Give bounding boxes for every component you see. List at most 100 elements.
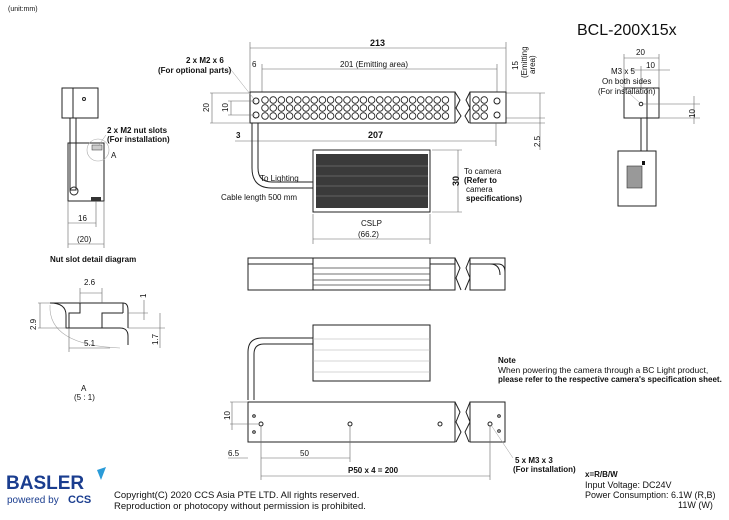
led-icon xyxy=(400,96,409,104)
power-consumption: Power Consumption: 6.1W (R,B) xyxy=(585,490,716,500)
nut-detail-title: Nut slot detail diagram xyxy=(50,255,136,264)
led-icon xyxy=(318,96,327,104)
controller-name: CSLP xyxy=(361,219,382,228)
led-icon xyxy=(285,104,294,112)
dim-3: 3 xyxy=(236,131,241,140)
dim-15-label-1: (Emitting xyxy=(520,46,529,78)
dim-20-right: 20 xyxy=(636,48,645,57)
led-icon xyxy=(417,112,425,120)
led-icon xyxy=(392,112,400,120)
dim-10-right: 10 xyxy=(646,61,655,70)
dim-10-bottom: 10 xyxy=(223,411,232,420)
detail-label: A xyxy=(81,384,87,393)
dim-10: 10 xyxy=(221,103,230,112)
led-icon xyxy=(367,112,376,120)
led-icon xyxy=(277,104,286,112)
m3x3-note: (For installation) xyxy=(513,465,576,474)
led-icon xyxy=(359,96,368,104)
right-view: 20 10 10 M3 x 5 On both sides (For insta… xyxy=(598,48,700,207)
led-icon xyxy=(302,104,310,112)
dim-207: 207 xyxy=(368,130,383,140)
led-icon xyxy=(376,96,384,104)
led-icon xyxy=(425,112,433,120)
led-icon xyxy=(294,104,302,112)
led-icon xyxy=(367,104,376,112)
front-view: 213 6 201 (Emitting area) 15 (Emitting a… xyxy=(158,38,545,244)
led-icon xyxy=(326,112,335,120)
nut-slot-note: (For installation) xyxy=(107,135,170,144)
led-icon xyxy=(433,112,441,120)
led-icon xyxy=(343,96,351,104)
led-icon xyxy=(400,112,409,120)
note-line-2: please refer to the respective camera's … xyxy=(498,375,722,384)
led-icon xyxy=(359,104,368,112)
dim-213: 213 xyxy=(370,38,385,48)
led-icon xyxy=(384,104,392,112)
led-icon xyxy=(392,104,400,112)
note-line-1: When powering the camera through a BC Li… xyxy=(498,365,708,375)
dim-2-9: 2.9 xyxy=(29,318,38,330)
led-icon xyxy=(376,112,384,120)
dim-50: 50 xyxy=(300,449,309,458)
refer-1: (Refer to xyxy=(464,176,497,185)
led-icon xyxy=(335,104,343,112)
led-icon xyxy=(441,96,450,104)
dim-15-label-2: area) xyxy=(528,55,537,74)
led-icon xyxy=(343,112,351,120)
dim-6: 6 xyxy=(252,60,257,69)
bottom-view: 10 6.5 50 P50 x 4 = 200 5 x M3 x 3 (For … xyxy=(223,324,576,480)
controller-width: (66.2) xyxy=(358,230,379,239)
led-icon xyxy=(261,112,269,120)
led-icon xyxy=(359,112,368,120)
led-icon xyxy=(294,112,302,120)
led-icon xyxy=(367,96,376,104)
led-icon xyxy=(351,104,359,112)
detail-scale: (5 : 1) xyxy=(74,393,95,402)
led-icon xyxy=(285,96,294,104)
dim-2-5: 2.5 xyxy=(533,135,542,147)
top-view xyxy=(247,257,506,291)
dim-5-1: 5.1 xyxy=(84,339,96,348)
led-icon xyxy=(384,96,392,104)
connector-icon xyxy=(626,165,643,189)
led-icon xyxy=(433,104,441,112)
led-icon xyxy=(294,96,302,104)
m3-label: M3 x 5 xyxy=(611,67,636,76)
led-icon xyxy=(277,96,286,104)
dim-pitch: P50 x 4 = 200 xyxy=(348,466,399,475)
power-consumption-w: 11W (W) xyxy=(678,500,713,510)
detail-marker: A xyxy=(111,151,117,160)
screw-label: 2 x M2 x 6 xyxy=(186,56,224,65)
led-icon xyxy=(425,96,433,104)
led-icon xyxy=(417,104,425,112)
led-icon xyxy=(480,112,488,120)
dim-6-5: 6.5 xyxy=(228,449,240,458)
dim-1: 1 xyxy=(139,293,148,298)
led-icon xyxy=(277,112,286,120)
led-icon xyxy=(351,112,359,120)
led-icon xyxy=(392,96,400,104)
led-icon xyxy=(408,112,417,120)
basler-logo-text: BASLER xyxy=(6,473,84,494)
dim-20-side: (20) xyxy=(77,235,92,244)
led-icon xyxy=(326,96,335,104)
led-icon xyxy=(343,104,351,112)
led-icon xyxy=(310,112,318,120)
led-icon xyxy=(261,104,269,112)
m3-note-1: On both sides xyxy=(602,77,651,86)
basler-logo: BASLER powered by CCS xyxy=(6,467,106,506)
dim-2-6: 2.6 xyxy=(84,278,96,287)
controller-height: 30 xyxy=(451,176,461,186)
powered-by: powered by xyxy=(7,495,59,506)
led-icon xyxy=(441,104,450,112)
led-icon xyxy=(335,112,343,120)
dim-16: 16 xyxy=(78,214,87,223)
controller-fins xyxy=(316,154,428,208)
led-icon xyxy=(285,112,294,120)
led-icon xyxy=(472,112,480,120)
dim-15: 15 xyxy=(511,61,520,70)
to-lighting: To Lighting xyxy=(260,174,299,183)
ccs-logo: CCS xyxy=(68,494,91,506)
m3x3-label: 5 x M3 x 3 xyxy=(515,456,553,465)
